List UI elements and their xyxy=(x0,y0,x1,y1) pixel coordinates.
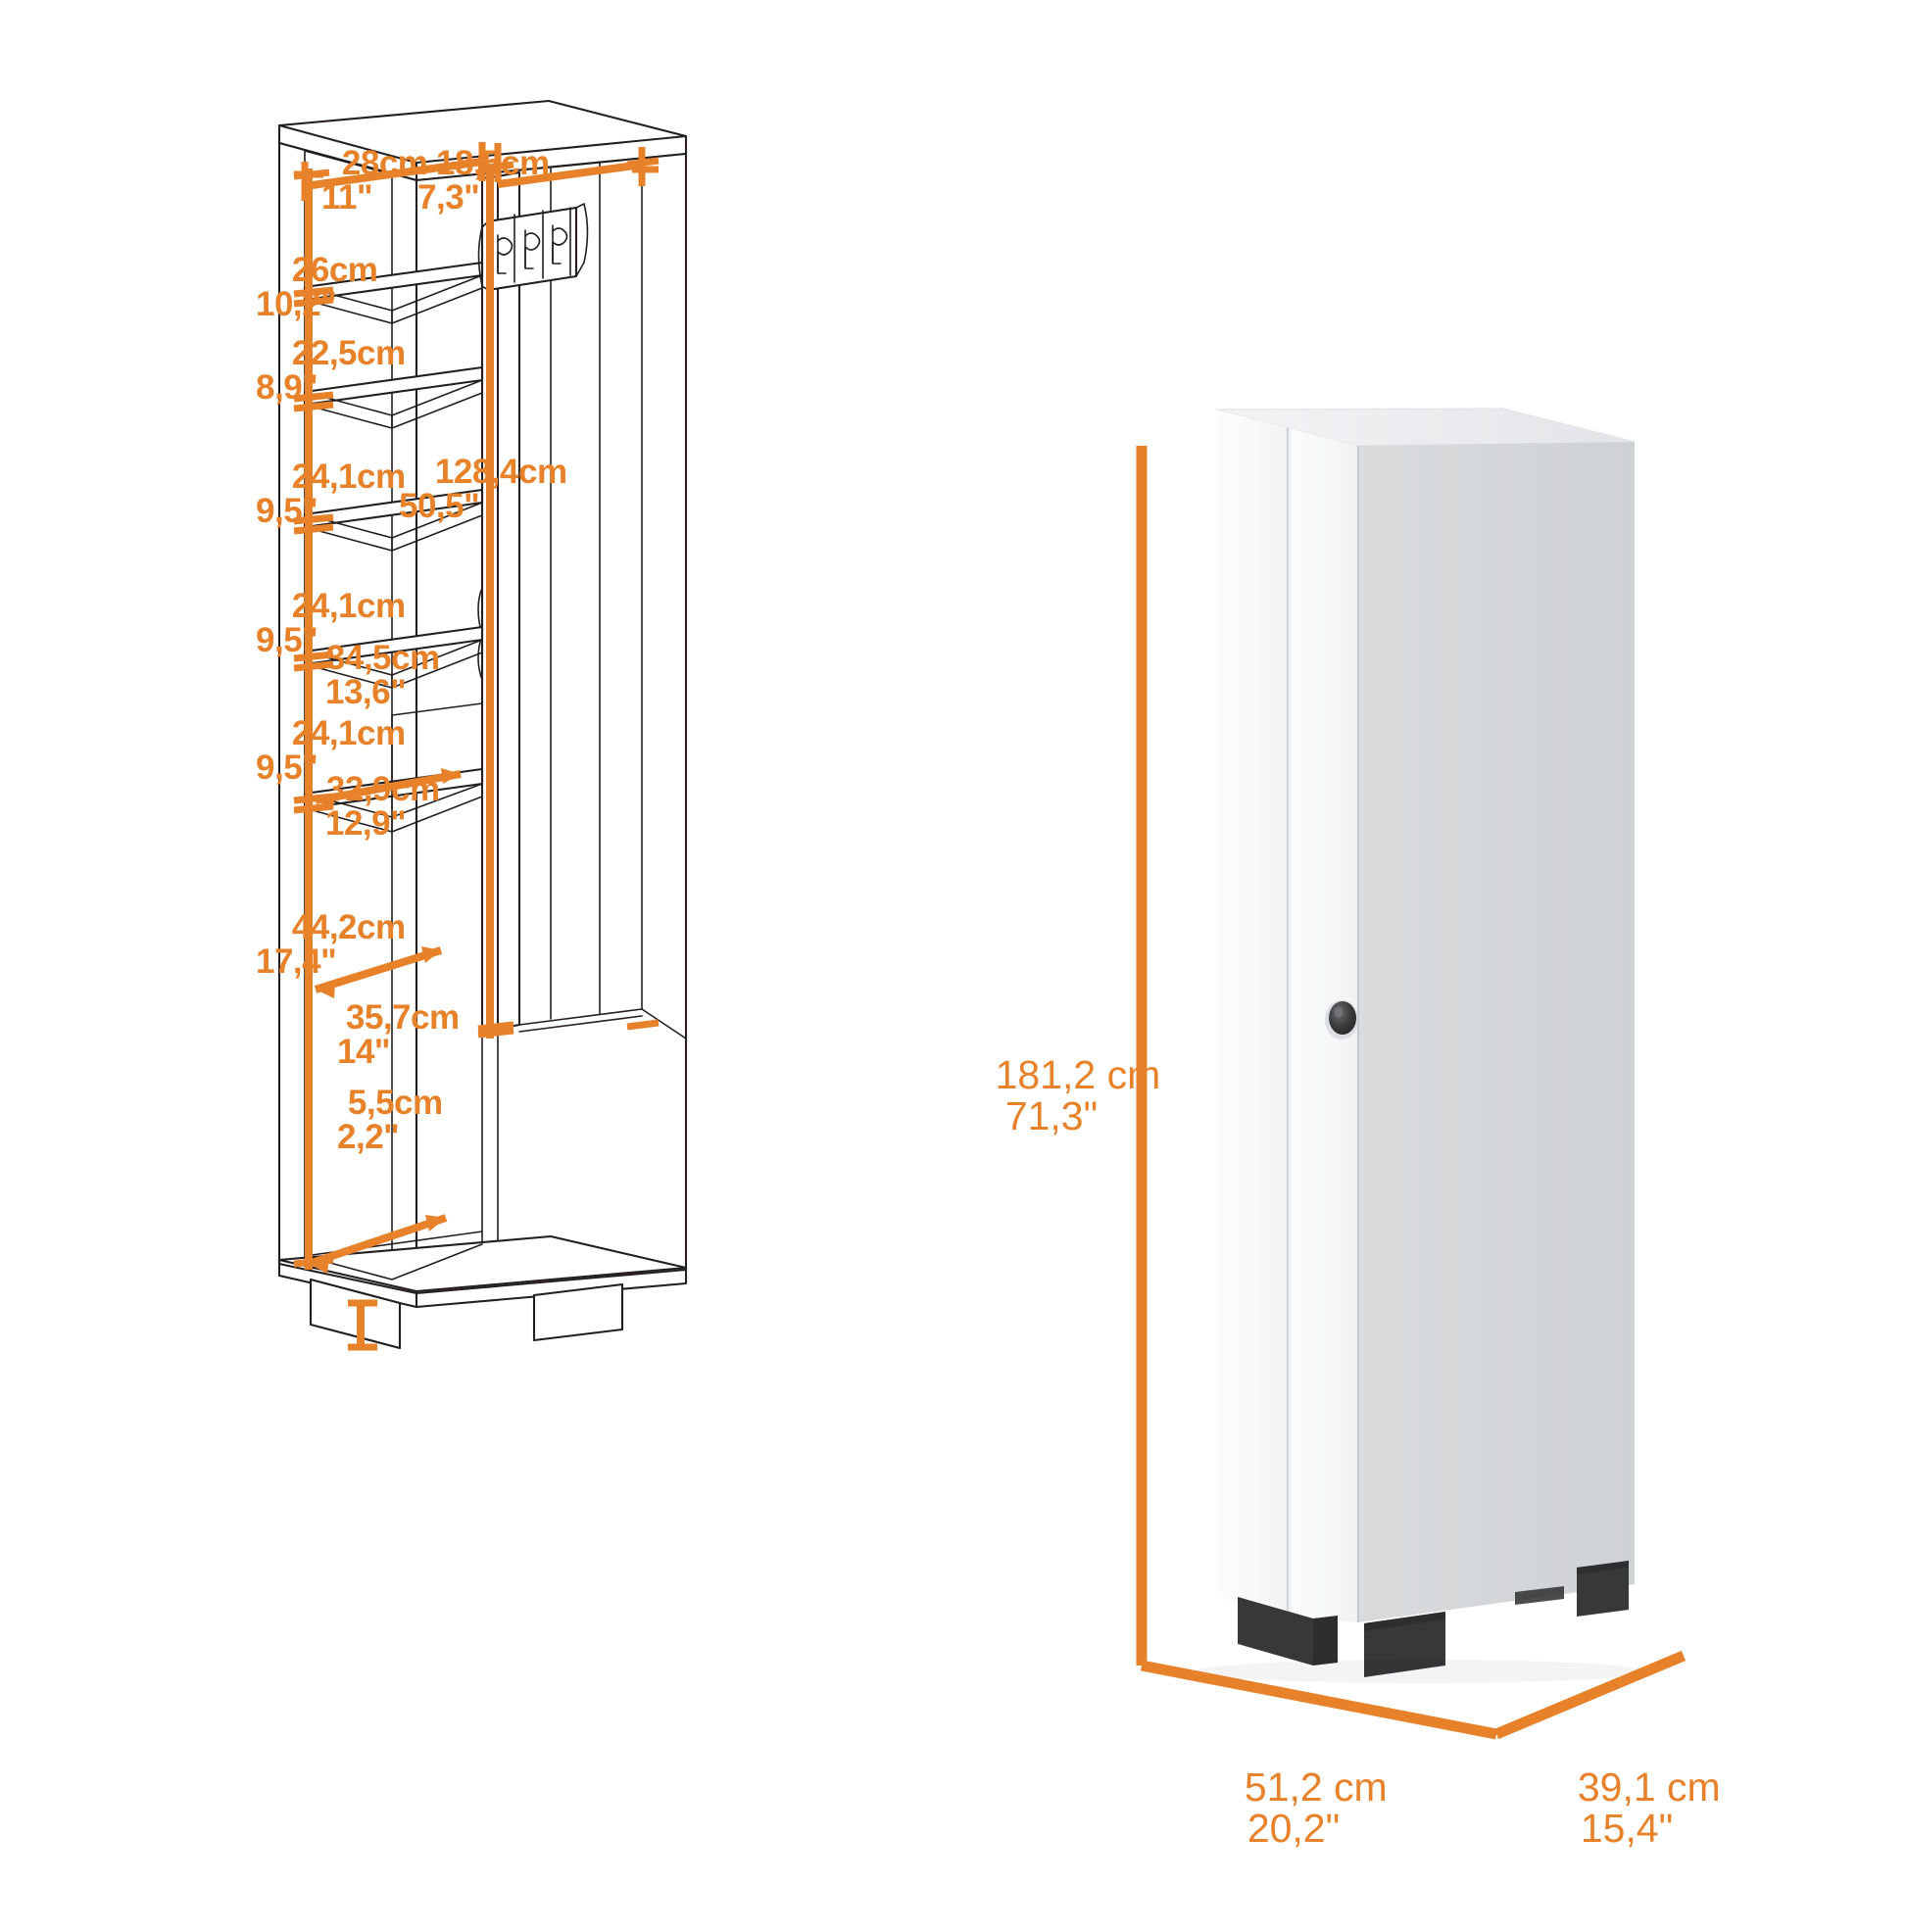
product-door-left xyxy=(1215,410,1289,1618)
product-door-right xyxy=(1289,428,1358,1622)
dimension-lines-left xyxy=(293,142,660,1351)
cabinet-base xyxy=(277,1231,688,1309)
dimension-lines-right xyxy=(1136,446,1687,1740)
product-side-face xyxy=(1358,442,1635,1622)
product-feet xyxy=(1238,1561,1629,1677)
cabinet-feet xyxy=(309,1278,624,1350)
door-knob-icon[interactable] xyxy=(1325,1000,1358,1039)
product-top-surface xyxy=(1215,409,1635,446)
